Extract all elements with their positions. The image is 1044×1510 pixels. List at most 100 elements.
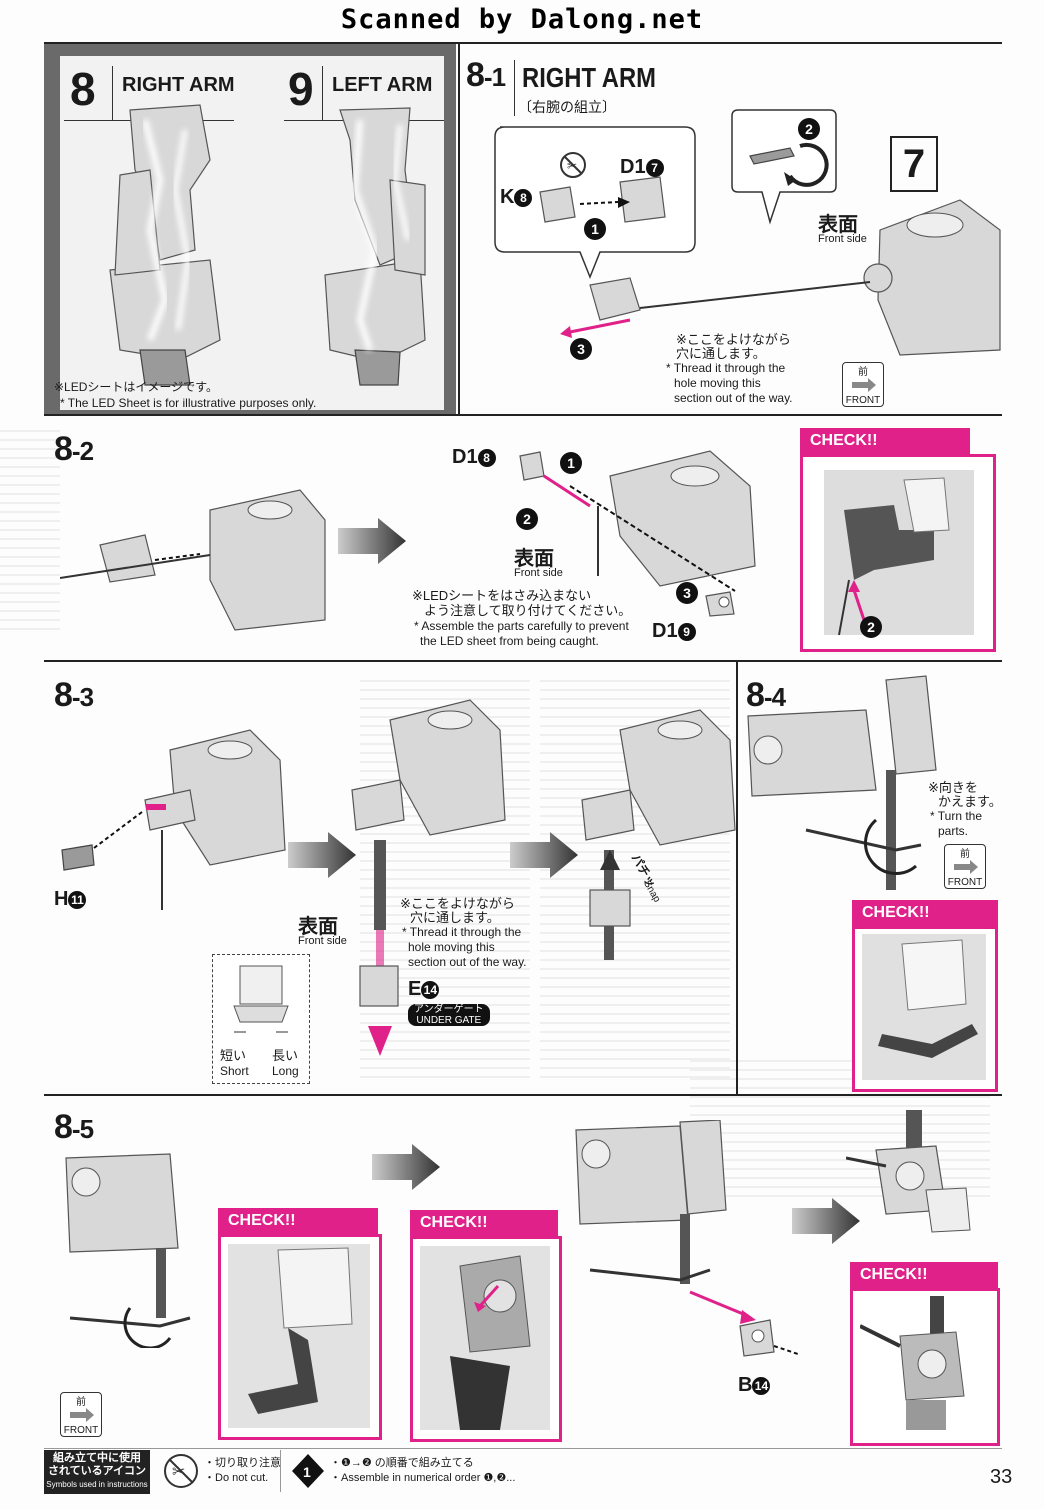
section-rule [44,1094,1002,1096]
divider [514,60,515,116]
note-8-3-jp1: ※ここをよけながら [400,896,515,911]
note-8-1-jp2: 穴に通します。 [676,346,766,361]
assembly-8-5-a-illustration [65,1153,191,1348]
do-not-cut-icon: ✂ [560,152,586,178]
short-en: Short [220,1064,249,1078]
legend-order-en: ・Assemble in numerical order ❶,❷... [330,1472,516,1484]
next-arrow-icon [510,832,578,878]
step-num-main: 8 [54,430,73,468]
divider [322,66,323,120]
next-arrow-icon [792,1198,860,1244]
legend-order-jp: ・❶→❷ の順番で組み立てる [330,1457,474,1469]
front-side-jp: 表面 [818,214,858,236]
divider [112,66,113,120]
step-8-4-number: 8-4 [746,676,786,715]
check-label: CHECK!! [800,428,970,454]
next-arrow-icon [372,1144,440,1190]
divider [280,1450,281,1492]
legend-title-jp1: 組み立て中に使用 [53,1452,141,1464]
check-8-5-a-illustration [228,1244,370,1428]
front-indicator: 前 FRONT [944,844,986,889]
step-8-1-jp-title: 〔右腕の組立〕 [518,99,616,115]
step-8-1-title: RIGHT ARM [522,62,656,93]
step-8-header: 8 [70,62,96,116]
step-num-sub: -2 [71,436,94,466]
page-number: 33 [990,1466,1013,1488]
part-number-circle: 8 [514,188,533,207]
check-label: CHECK!! [218,1208,378,1234]
assembly-8-3-c-illustration [581,709,736,960]
next-arrow-icon [338,518,406,564]
part-number-circle: 14 [421,980,440,999]
part-letter: B [738,1374,753,1396]
front-jp: 前 [960,849,970,860]
legend-title-jp2: されているアイコン [47,1465,147,1477]
do-not-cut-legend-icon: ✂ [164,1454,198,1488]
front-indicator: 前 FRONT [60,1392,102,1437]
step-num-main: 8 [466,56,485,94]
watermark: Scanned by Dalong.net [340,4,704,35]
assembly-8-3-a-illustration [61,729,286,910]
front-arrow-icon [852,378,876,392]
note-8-4-jp2: かえます。 [938,794,1002,809]
front-side-en: Front side [514,567,563,579]
note-8-2-jp1: ※LEDシートをはさみ込まない [412,588,592,603]
step-marker-2: 2 [798,118,820,140]
top-rule [44,42,1002,44]
note-8-1-en3: section out of the way. [674,391,793,405]
check-8-4-illustration [862,934,986,1080]
assembly-8-2-left-illustration [60,489,326,631]
long-jp: 長い [272,1048,299,1063]
short-long-diagram [233,965,289,1033]
step-num-sub: -5 [71,1114,94,1144]
step-8-5-number: 8-5 [54,1108,94,1147]
step-box-7: 7 [890,136,938,192]
bleed-through-text [0,430,60,630]
long-en: Long [272,1064,299,1078]
step-marker-2: 2 [516,508,538,530]
step-8-2-number: 8-2 [54,430,94,469]
note-8-4-jp1: ※向きを [928,780,978,795]
step-marker-3: 3 [570,338,592,360]
front-side-en: Front side [818,233,867,245]
step-8-title: RIGHT ARM [122,74,235,96]
assembly-8-2-right-illustration [519,450,756,592]
svg-text:✂: ✂ [172,1464,185,1481]
check-label: CHECK!! [852,900,998,926]
step-num-sub: -3 [71,682,94,712]
check-8-5-c-illustration [860,1296,965,1430]
note-8-3-en2: hole moving this [408,940,495,954]
part-number-circle: 8 [477,448,496,467]
left-arm-illustration [324,107,426,386]
part-b14-shape [739,1319,799,1357]
next-arrow-icon [288,832,356,878]
part-number-circle: 9 [677,622,696,641]
note-8-1-en2: hole moving this [674,376,761,390]
under-gate-badge: アンダーゲート UNDER GATE [408,1004,490,1026]
divider [736,662,738,1094]
led-note-en: * The LED Sheet is for illustrative purp… [60,396,317,410]
assembly-8-3-b-illustration [351,699,506,930]
under-gate-jp: アンダーゲート [414,1004,484,1015]
part-number-circle: 14 [752,1376,771,1395]
assembly-8-5-d-illustration [846,1110,971,1233]
part-letter: D1 [452,446,478,468]
part-d19-shape [705,591,735,617]
note-8-3-en3: section out of the way. [408,955,527,969]
note-8-3-en1: * Thread it through the [402,925,522,939]
part-number-circle: 11 [68,890,87,909]
front-en: FRONT [845,395,881,406]
front-jp: 前 [858,367,868,378]
led-note-jp: ※LEDシートはイメージです。 [54,380,218,394]
note-8-2-en1: * Assemble the parts carefully to preven… [414,619,629,633]
right-arm-illustration [109,104,221,386]
assembly-8-5-c-illustration [575,1120,756,1324]
front-indicator: 前 FRONT [842,362,884,407]
assembly-order-legend-icon: 1 [292,1454,324,1488]
